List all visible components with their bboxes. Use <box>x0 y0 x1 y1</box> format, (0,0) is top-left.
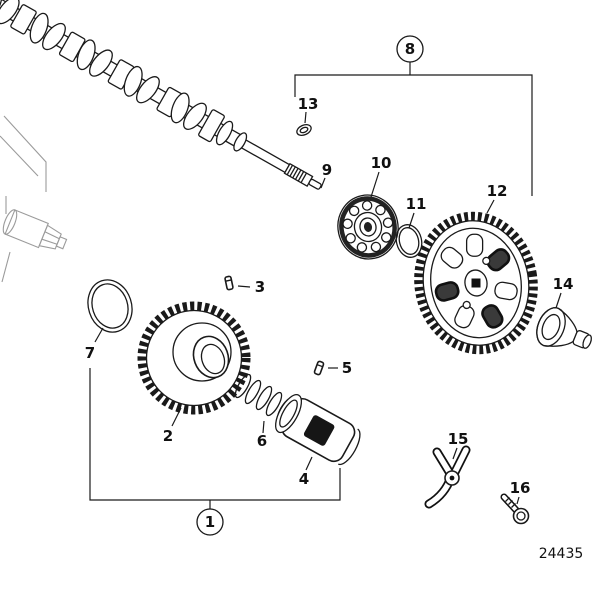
callout-15: 15 <box>448 430 469 448</box>
callout-14: 14 <box>553 275 574 293</box>
callout-2: 2 <box>163 427 173 445</box>
balance-gear-12 <box>414 211 538 355</box>
callout-4: 4 <box>299 470 309 488</box>
screw-16 <box>500 493 530 525</box>
fork-bracket-15 <box>424 445 471 509</box>
callout-12: 12 <box>487 182 508 200</box>
callout-11: 11 <box>406 195 427 213</box>
callout-10: 10 <box>371 154 392 172</box>
ball-bearing-10 <box>337 194 399 260</box>
callout-8: 8 <box>405 40 415 58</box>
clip-13 <box>296 124 312 136</box>
pin-3 <box>224 275 234 291</box>
o-ring-7 <box>87 279 133 333</box>
camshaft <box>0 0 322 190</box>
callout-13: 13 <box>298 95 319 113</box>
callout-6: 6 <box>257 432 267 450</box>
group-bracket-1 <box>89 368 341 536</box>
ring-11 <box>395 224 423 258</box>
callout-5: 5 <box>342 359 352 377</box>
callout-1: 1 <box>205 513 215 531</box>
callout-16: 16 <box>510 479 531 497</box>
bushing-4 <box>274 394 361 466</box>
plug-14 <box>536 307 592 349</box>
background-housing <box>0 115 68 283</box>
pin-5 <box>313 360 325 376</box>
callout-3: 3 <box>255 278 265 296</box>
drawing-number: 24435 <box>539 546 584 562</box>
callout-9: 9 <box>322 161 332 179</box>
leader-lines <box>94 111 562 505</box>
camshaft-threaded-end <box>283 162 322 190</box>
group-bracket-8 <box>294 35 533 196</box>
callout-7: 7 <box>85 344 95 362</box>
gear-2 <box>137 301 251 415</box>
